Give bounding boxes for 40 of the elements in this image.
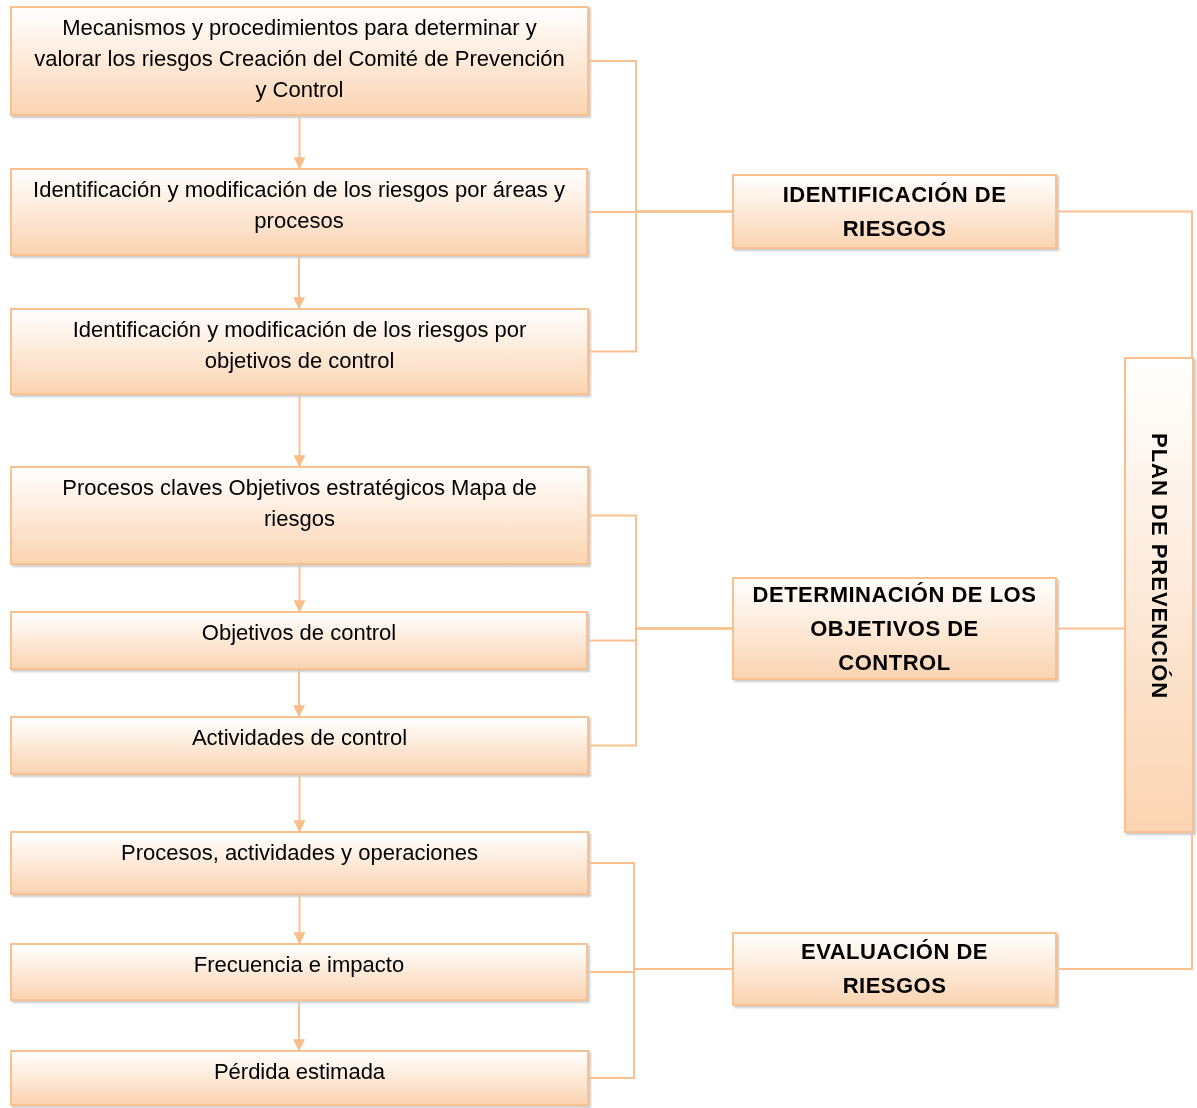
node-label: EVALUACIÓN DE RIESGOS [800, 938, 989, 1000]
process-box [10, 6, 589, 116]
arrow [293, 255, 305, 310]
connector-line [588, 627, 733, 747]
arrow [293, 1000, 305, 1052]
node-label: Procesos, actividades y operaciones [120, 839, 479, 867]
stage-box [732, 174, 1057, 249]
stage-box [732, 932, 1057, 1006]
node-label: DETERMINACIÓN DE LOS OBJETIVOS DE CONTROL [752, 580, 1037, 677]
arrow [293, 669, 305, 718]
node-label: Mecanismos y procedimientos para determinar y valorar los riesgos Creación del Comité de Prevención y Control [33, 14, 566, 104]
node-label: Identificación y modificación de los riesgos por objetivos de control [71, 316, 528, 375]
process-box [10, 168, 588, 256]
process-box [10, 611, 588, 670]
process-box [10, 1050, 589, 1106]
process-box [10, 943, 588, 1001]
connector-line [1056, 210, 1193, 358]
connector-line [588, 210, 733, 353]
process-box [10, 308, 589, 395]
arrow [293, 894, 306, 945]
arrow [293, 115, 306, 170]
node-label: IDENTIFICACIÓN DE RIESGOS [781, 180, 1008, 243]
connector-line [588, 968, 733, 1079]
node-label: Procesos claves Objetivos estratégicos Mapa de riesgos [61, 474, 538, 533]
arrow [293, 564, 306, 613]
process-box [10, 466, 589, 565]
connector-line [1056, 627, 1125, 630]
node-label: Pérdida estimada [213, 1058, 386, 1086]
node-label: Identificación y modificación de los riesgos por áreas y procesos [32, 176, 566, 235]
arrow [293, 394, 306, 468]
stage-box [732, 577, 1057, 680]
node-label: PLAN DE PREVENCIÓN [1146, 433, 1172, 700]
arrow [293, 774, 306, 833]
process-box [10, 831, 589, 895]
plan-box [1124, 357, 1194, 833]
node-label: Objetivos de control [201, 619, 397, 647]
node-label: Actividades de control [191, 724, 408, 752]
connector-line [1056, 832, 1193, 970]
node-label: Frecuencia e impacto [193, 951, 405, 979]
process-box [10, 716, 589, 775]
